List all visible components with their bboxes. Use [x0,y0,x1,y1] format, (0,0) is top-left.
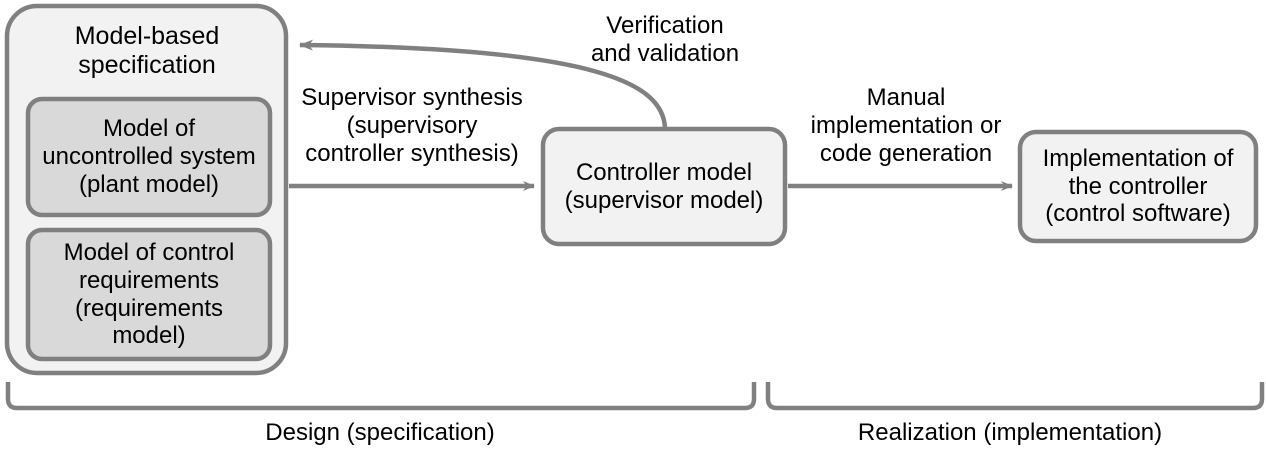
verification-validation-arrow [299,39,668,129]
controller-model-box [540,126,788,247]
supervisor-synthesis-label: Supervisor synthesis (supervisory contro… [301,84,523,167]
realization-brace-caption: Realization (implementation) [857,419,1163,446]
requirements-model-box [25,227,273,362]
design-brace [5,382,757,411]
design-brace-caption: Design (specification) [265,419,495,446]
verification-validation-label: Verification and validation [590,12,740,67]
realization-brace [765,382,1265,411]
manual-implementation-label: Manual implementation or code generation [810,84,1002,167]
plant-model-box [25,96,273,218]
implementation-box [1017,129,1259,244]
